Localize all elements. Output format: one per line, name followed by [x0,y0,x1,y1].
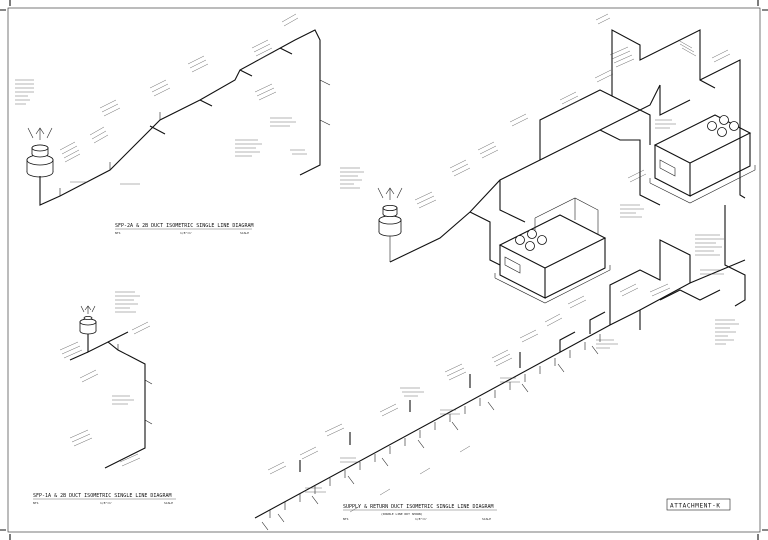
svg-text:SCALE: SCALE [482,517,491,521]
leaders-main [267,13,739,513]
diagram-bottom-left: SFP-1A & 2B DUCT ISOMETRIC SINGLE LINE D… [33,291,176,505]
svg-text:1/8"=1': 1/8"=1' [415,517,428,521]
svg-text:NTS: NTS [115,231,121,235]
svg-text:NTS: NTS [343,517,349,521]
leaders-bottom-left [59,291,151,467]
svg-text:SCALE: SCALE [240,231,249,235]
air-handler-unit-1 [494,197,611,304]
svg-text:1/8"=1': 1/8"=1' [180,231,193,235]
diagram-top-left: SFP-2A & 2B DUCT ISOMETRIC SINGLE LINE D… [15,13,331,235]
air-handler-unit-2 [649,114,756,204]
diagram-main: SUPPLY & RETURN DUCT ISOMETRIC SINGLE LI… [254,13,756,531]
trunk-fittings [261,334,601,531]
title-main-sub: (DOUBLE LINE NOT SHOWN) [381,512,423,516]
attachment-label: ATTACHMENT-K [670,503,721,510]
fan-unit-bottom-left [79,305,97,335]
fan-unit-main [377,187,403,262]
svg-text:SCALE: SCALE [164,501,173,505]
svg-text:1/8"=1': 1/8"=1' [100,501,113,505]
title-top-left: SFP-2A & 2B DUCT ISOMETRIC SINGLE LINE D… [115,223,253,229]
sheet-border [7,7,761,533]
fan-unit-top-left [26,127,54,178]
title-main: SUPPLY & RETURN DUCT ISOMETRIC SINGLE LI… [343,504,494,510]
leaders-top-left [15,13,307,185]
title-bottom-left: SFP-1A & 2B DUCT ISOMETRIC SINGLE LINE D… [33,493,171,499]
svg-text:NTS: NTS [33,501,39,505]
attachment-stamp: ATTACHMENT-K [666,498,731,511]
